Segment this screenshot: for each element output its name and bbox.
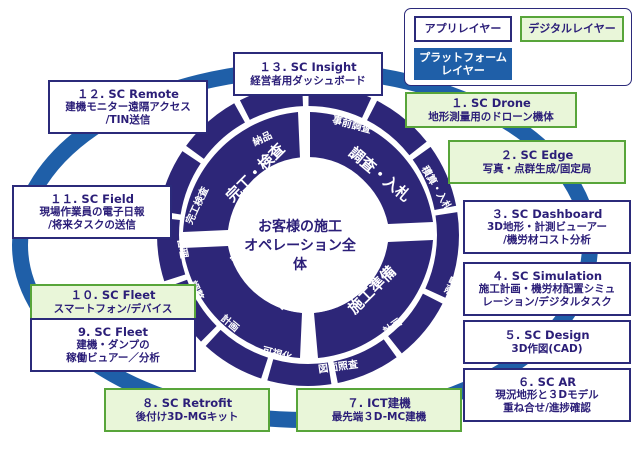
- legend-platform-layer-line2: レイヤー: [441, 64, 485, 77]
- product-description: 施工計画・機労材配置シミュ: [478, 283, 616, 296]
- center-label-line1: お客様の施工: [258, 219, 342, 235]
- ring-segment-chosa: [310, 112, 433, 224]
- product-title: １. SC Drone: [451, 95, 531, 110]
- product-title: １２. SC Remote: [77, 86, 179, 101]
- product-description: 3D作図(CAD): [511, 342, 583, 355]
- ring-item-kanri: 管理: [175, 237, 191, 259]
- product-description: 現況地形と３Dモデル: [495, 389, 599, 402]
- product-description: 現場作業員の電子日報: [39, 206, 145, 219]
- product-description: 最先端３D-MC建機: [331, 410, 427, 423]
- product-title: 9. SC Fleet: [78, 324, 148, 339]
- product-title: ６. SC AR: [517, 374, 577, 389]
- legend-app-layer: アプリレイヤー: [414, 16, 512, 42]
- product-title: ５. SC Design: [504, 327, 590, 342]
- legend-platform-layer: プラットフォーム レイヤー: [414, 48, 512, 80]
- product-title: ４. SC Simulation: [491, 268, 603, 283]
- legend-digital-layer-label: デジタルレイヤー: [528, 22, 616, 36]
- legend-platform-layer-line1: プラットフォーム: [419, 50, 507, 64]
- product-description: 後付け3D-MGキット: [135, 410, 239, 423]
- product-description: 地形測量用のドローン機体: [428, 110, 554, 123]
- product-description: 3D地形・計測ビューアー: [487, 221, 607, 234]
- product-title: １１. SC Field: [50, 191, 134, 206]
- product-description: スマートフォン/デバイス: [53, 302, 173, 315]
- legend-app-layer-label: アプリレイヤー: [424, 22, 502, 36]
- product-description: 建機モニター遠隔アクセス: [65, 101, 191, 114]
- ring-segment-kanri: [183, 246, 302, 358]
- product-description: 重ね合せ/進捗確認: [503, 401, 591, 414]
- cycle-ring: [157, 84, 459, 386]
- center-disc: [230, 157, 386, 313]
- product-description: /将来タスクの送信: [48, 218, 136, 231]
- product-description: 経営者用ダッシュボード: [250, 74, 366, 87]
- ring-segment-kanko: [183, 112, 300, 232]
- product-title: １０. SC Fleet: [70, 287, 156, 302]
- product-description: /機労材コスト分析: [503, 233, 591, 246]
- center-label-line2: オペレーション全体: [244, 237, 356, 273]
- product-description: 建機・ダンプの: [76, 339, 150, 352]
- product-description: レーション/デジタルタスク: [482, 295, 612, 308]
- product-title: ３. SC Dashboard: [491, 206, 603, 221]
- product-title: ８. SC Retrofit: [141, 395, 233, 410]
- legend-digital-layer: デジタルレイヤー: [520, 16, 624, 42]
- product-title: ７. ICT建機: [347, 395, 411, 410]
- product-description: 稼働ビュアー／分析: [66, 351, 160, 364]
- product-description: 写真・点群生成/固定局: [482, 162, 592, 175]
- product-box-ict-kenki: ７. ICT建機最先端３D-MC建機: [296, 388, 462, 432]
- center-label: お客様の施工 オペレーション全体: [240, 218, 360, 275]
- product-description: /TIN送信: [105, 113, 151, 126]
- product-title: ２. SC Edge: [500, 147, 574, 162]
- product-title: １３. SC Insight: [259, 59, 357, 74]
- ring-segment-junbi: [314, 240, 433, 358]
